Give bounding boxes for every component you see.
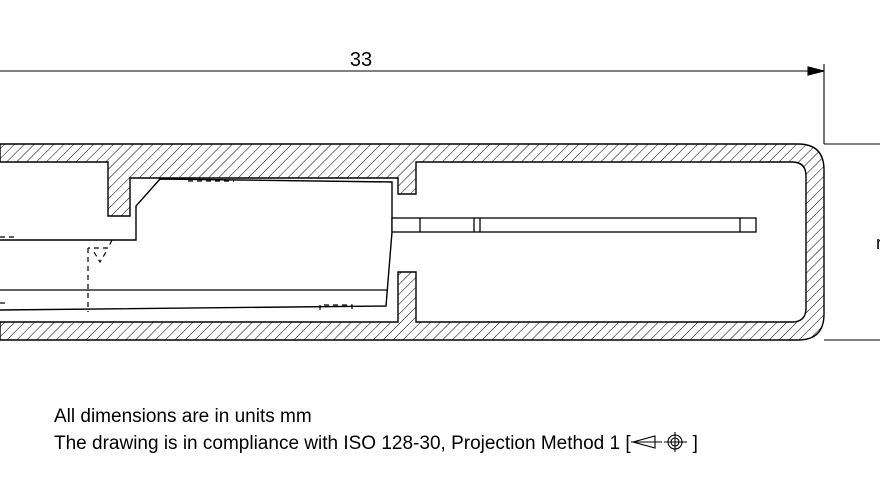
units-note: All dimensions are in units mm [54, 406, 312, 427]
compliance-note: The drawing is in compliance with ISO 12… [54, 432, 698, 455]
pin-lead [391, 217, 757, 233]
housing-wall-section [0, 143, 825, 341]
width-dimension [0, 64, 825, 144]
height-dimension-label-fragment: r [876, 233, 880, 253]
height-dimension-extensions [824, 143, 880, 341]
compliance-note-close: ] [692, 433, 698, 454]
first-angle-projection-icon [630, 432, 687, 452]
compliance-note-text: The drawing is in compliance with ISO 12… [54, 433, 631, 454]
width-dimension-label: 33 [350, 49, 372, 71]
component-body [0, 178, 393, 311]
hidden-features [0, 180, 353, 312]
